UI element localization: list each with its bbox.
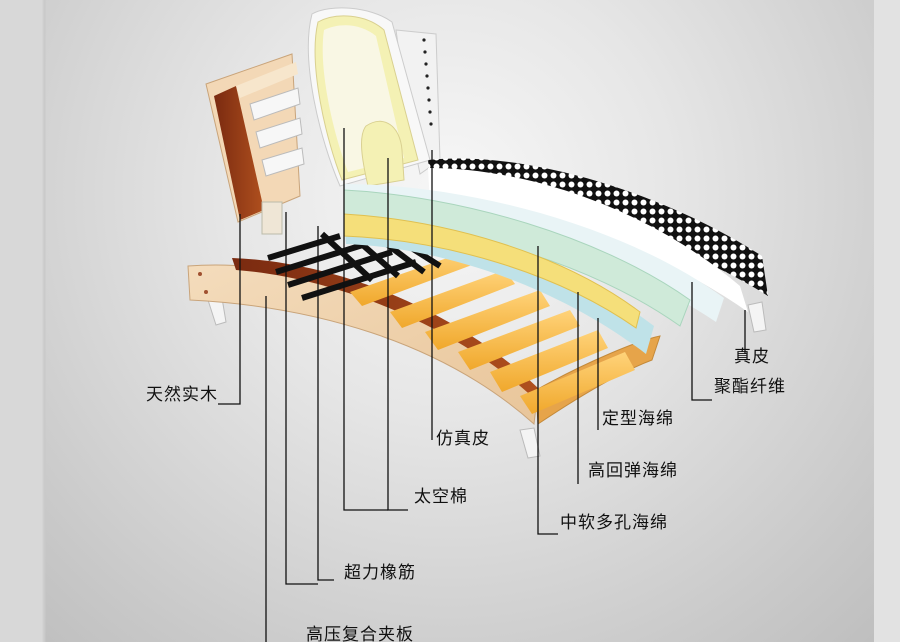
- seat-layers: [343, 158, 768, 354]
- label-super-rubber-band: 超力橡筋: [344, 563, 416, 583]
- label-high-resilience-sponge: 高回弹海绵: [588, 461, 678, 481]
- label-space-cotton: 太空棉: [414, 487, 468, 507]
- label-molded-sponge: 定型海绵: [602, 409, 674, 429]
- label-genuine-leather: 真皮: [734, 347, 770, 367]
- sofa-legs: [207, 297, 767, 459]
- label-medium-soft-porous-sponge: 中软多孔海绵: [560, 513, 668, 533]
- backrest-cushion: [307, 7, 441, 187]
- layer-labels: 真皮 聚酯纤维 定型海绵 高回弹海绵 中软多孔海绵 仿真皮 太空棉 超力橡筋 天…: [146, 347, 786, 642]
- label-faux-leather: 仿真皮: [436, 429, 490, 449]
- label-high-pressure-plywood: 高压复合夹板: [306, 625, 414, 642]
- label-solid-wood: 天然实木: [146, 385, 218, 405]
- label-polyester-fiber: 聚酯纤维: [714, 377, 786, 397]
- leader-lines: [218, 128, 746, 642]
- back-frame: [205, 53, 305, 235]
